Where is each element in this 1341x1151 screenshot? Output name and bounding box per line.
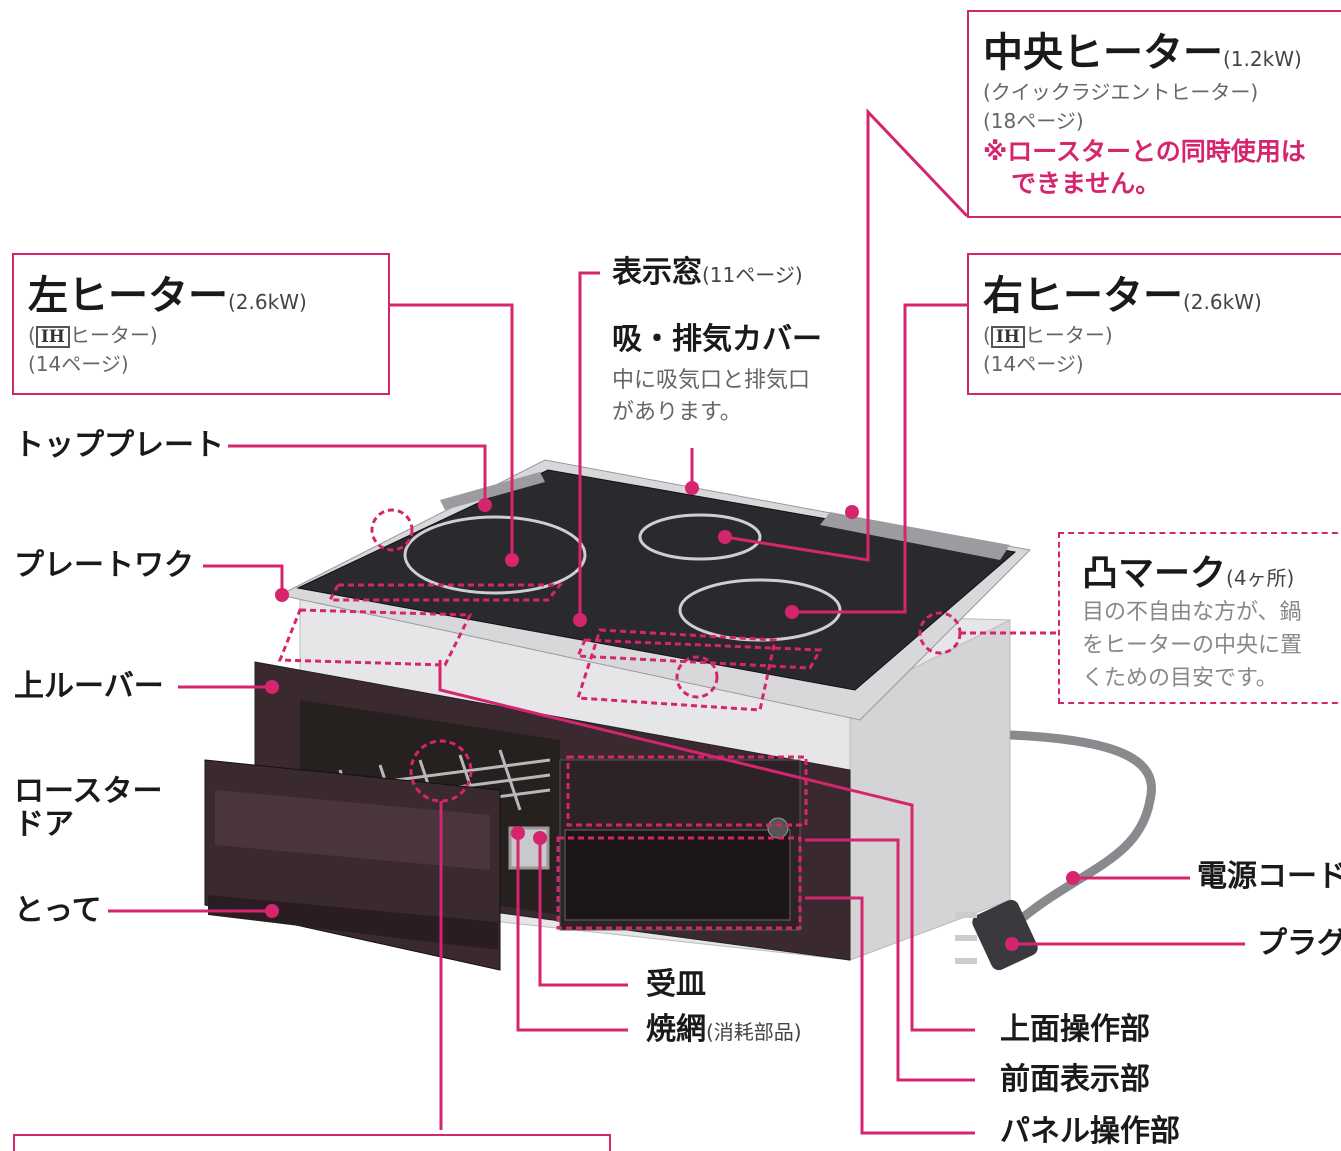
panel-controls-leader: [805, 896, 975, 1135]
vent-cover-title: 吸・排気カバー: [612, 322, 822, 357]
power-cord-shape: [1009, 730, 1156, 924]
right-heater-spec: (2.6kW): [1183, 290, 1262, 314]
center-heater-type: (クイックラジエントヒーター): [983, 80, 1259, 104]
top-controls-leader: [438, 660, 975, 1032]
tactile-mark-desc-2: をヒーターの中央に置: [1082, 633, 1303, 658]
top-plate-label: トッププレート: [14, 428, 224, 463]
roaster-door-line2: ドア: [14, 807, 74, 842]
center-heater-note-2: できません。: [1011, 169, 1161, 198]
drip-tray-label: 受皿: [646, 967, 706, 1002]
left-heater-page: (14ページ): [28, 352, 129, 376]
plate-frame-leader: [203, 564, 284, 595]
roaster-door-handle: [208, 895, 498, 950]
left-vent-grille: [440, 472, 545, 510]
dot-grill-net: [511, 826, 525, 840]
left-heater-leader: [390, 303, 514, 560]
top-controls-zone-right: [575, 628, 777, 712]
dot-left-heater: [505, 553, 519, 567]
display-window-leader: [578, 271, 600, 620]
panel-controls-label: パネル操作部: [1000, 1114, 1180, 1149]
plug-shape: [955, 899, 1038, 971]
panel-controls-zone: [556, 836, 802, 930]
center-heater-leader: [724, 108, 969, 562]
display-window-page: (11ページ): [702, 263, 803, 287]
display-window-zone-left: [327, 583, 564, 602]
tactile-mark-callout: 凸マーク(4ヶ所) 目の不自由な方が、鍋 をヒーターの中央に置 くための目安です…: [1058, 532, 1341, 704]
dot-power-cord: [1066, 871, 1080, 885]
right-heater-type-prefix: (: [983, 323, 991, 347]
top-controls-zone-left: [277, 608, 473, 667]
left-heater-ring: [403, 515, 587, 595]
center-heater-title: 中央ヒーター: [983, 30, 1223, 76]
display-window-title: 表示窓: [612, 255, 702, 290]
dot-plug: [1005, 937, 1019, 951]
tactile-mark-circle-3: [675, 655, 719, 699]
grill-net-title: 焼網: [646, 1012, 706, 1047]
front-display-leader: [805, 838, 975, 1082]
roaster-detail-box: [13, 1134, 611, 1151]
tactile-mark-title: 凸マーク: [1082, 553, 1227, 594]
power-cord-label: 電源コード: [1197, 859, 1341, 894]
center-heater-ring: [638, 513, 762, 561]
grill-net-leader: [516, 833, 628, 1032]
right-heater-page: (14ページ): [983, 352, 1084, 376]
dot-center-heater: [718, 530, 732, 544]
grill-net-label: 焼網(消耗部品): [646, 1015, 802, 1045]
roaster-door-line1: ロースター: [14, 774, 163, 809]
display-window-label: 表示窓(11ページ): [612, 258, 803, 288]
vent-cover-label: 吸・排気カバー 中に吸気口と排気口 があります。: [612, 325, 822, 429]
front-display-zone: [566, 755, 808, 827]
plug-label: プラグ: [1257, 926, 1341, 961]
right-heater-type-suffix: ヒーター): [1024, 323, 1113, 347]
roaster-door-window: [215, 790, 490, 870]
tactile-mark-count: (4ヶ所): [1226, 566, 1295, 590]
center-heater-page: (18ページ): [983, 109, 1084, 133]
tactile-mark-circle-1: [370, 508, 414, 552]
dot-top-plate: [478, 498, 492, 512]
roaster-door-label: ロースター ドア: [14, 775, 163, 841]
dot-vent-left: [685, 481, 699, 495]
left-heater-title: 左ヒーター: [28, 273, 228, 319]
center-heater-spec: (1.2kW): [1223, 47, 1302, 71]
upper-louver-label: 上ルーバー: [14, 669, 164, 704]
left-heater-spec: (2.6kW): [228, 290, 307, 314]
drip-tray-leader: [538, 838, 628, 987]
tactile-mark-desc-3: くための目安です。: [1082, 666, 1278, 691]
display-window-zone-right: [575, 638, 823, 670]
plate-frame-label: プレートワク: [14, 548, 194, 583]
dot-upper-louver: [265, 680, 279, 694]
roaster-detail-circle: [409, 739, 473, 803]
center-heater-callout: 中央ヒーター(1.2kW) (クイックラジエントヒーター) (18ページ) ※ロ…: [967, 10, 1341, 218]
dot-vent-right: [845, 505, 859, 519]
dot-display-window: [573, 613, 587, 627]
handle-label: とって: [14, 893, 102, 928]
ih-badge: IH: [990, 326, 1025, 348]
left-heater-type-prefix: (: [28, 323, 36, 347]
right-heater-leader: [792, 303, 967, 614]
vent-cover-desc-2: があります。: [612, 400, 742, 425]
top-controls-label: 上面操作部: [1000, 1012, 1150, 1047]
right-heater-title: 右ヒーター: [983, 273, 1183, 319]
left-heater-type-suffix: ヒーター): [69, 323, 158, 347]
dot-handle: [265, 904, 279, 918]
power-button: [767, 817, 789, 839]
top-plate-leader: [228, 444, 487, 505]
ih-badge: IH: [35, 326, 70, 348]
vent-cover-desc-1: 中に吸気口と排気口: [612, 368, 811, 393]
dot-drip-tray: [533, 831, 547, 845]
dot-right-heater: [785, 605, 799, 619]
center-heater-note-1: ※ロースターとの同時使用は: [983, 137, 1306, 166]
dot-plate-frame: [275, 588, 289, 602]
grill-net-note: (消耗部品): [706, 1020, 802, 1044]
front-display-label: 前面表示部: [1000, 1062, 1150, 1097]
tactile-mark-desc-1: 目の不自由な方が、鍋: [1082, 600, 1302, 625]
panel-buttons-area: [564, 829, 791, 921]
